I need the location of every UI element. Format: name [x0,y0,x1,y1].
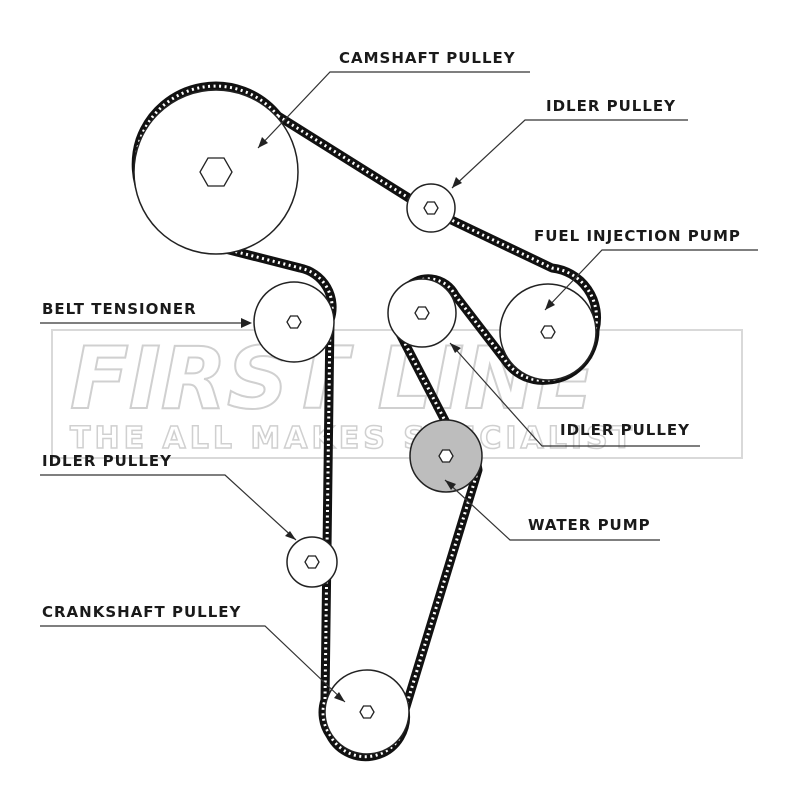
belt-tensioner [253,281,335,363]
hex-nut-icon [286,315,302,329]
label-water-pump: WATER PUMP [528,516,651,534]
leader-camshaft [257,71,530,149]
idler-pulley-mid [387,278,457,348]
leader-fuel-pump [544,249,758,311]
fuel-injection-pump [499,283,597,381]
leader-crankshaft [40,625,346,703]
label-idler-pulley-left: IDLER PULLEY [42,452,172,470]
camshaft-pulley [133,89,299,255]
hex-nut-icon [359,705,375,719]
label-fuel-injection-pump: FUEL INJECTION PUMP [534,227,741,245]
label-camshaft-pulley: CAMSHAFT PULLEY [339,49,516,67]
leader-water-pump [444,479,660,541]
arrow-icon [285,531,296,540]
arrow-icon [545,299,555,310]
label-idler-pulley-top: IDLER PULLEY [546,97,676,115]
leader-idler-top [451,119,688,189]
leader-lines [40,71,758,703]
leader-idler-left [40,474,297,541]
hex-nut-icon [199,157,233,187]
label-belt-tensioner: BELT TENSIONER [42,300,197,318]
arrow-icon [258,137,268,148]
hex-nut-icon [304,555,320,569]
arrow-icon [452,177,462,188]
arrow-icon [450,343,461,353]
water-pump [409,419,483,493]
label-crankshaft-pulley: CRANKSHAFT PULLEY [42,603,242,621]
idler-pulley-top [406,183,456,233]
hex-nut-icon [540,325,556,339]
hex-nut-icon [414,306,430,320]
labels: CAMSHAFT PULLEY IDLER PULLEY FUEL INJECT… [42,49,741,621]
hex-nut-icon [423,201,439,215]
crankshaft-pulley [324,669,410,755]
hex-nut-icon [438,449,454,463]
leader-idler-mid [449,342,700,447]
arrow-icon [241,318,252,328]
idler-pulley-left [286,536,338,588]
arrow-icon [334,692,345,702]
watermark-tagline: THE ALL MAKES SPECIALIST [70,421,636,456]
label-idler-pulley-mid: IDLER PULLEY [560,421,690,439]
arrow-icon [445,480,456,490]
